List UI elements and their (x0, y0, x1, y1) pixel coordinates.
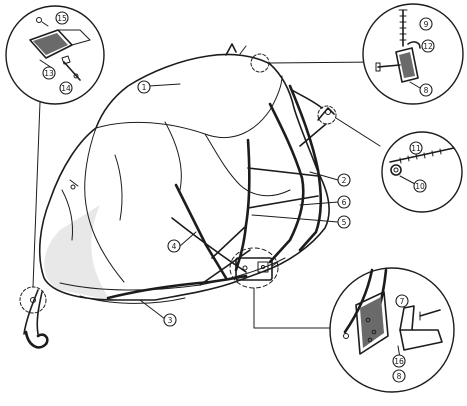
svg-text:11: 11 (411, 144, 421, 153)
callout-15: 15 (55, 11, 69, 25)
callout-6: 6 (337, 195, 351, 209)
svg-text:9: 9 (424, 20, 429, 29)
callout-8-top: 8 (419, 83, 433, 97)
detail-mid-right (381, 131, 463, 213)
bow-tie-down-hook (23, 289, 49, 349)
callout-9: 9 (419, 17, 433, 31)
callout-3: 3 (163, 313, 177, 327)
callout-11: 11 (409, 141, 423, 155)
svg-text:10: 10 (415, 182, 425, 191)
callout-14: 14 (59, 81, 73, 95)
svg-text:3: 3 (168, 316, 173, 325)
boat-cover (38, 43, 330, 304)
callout-12: 12 (421, 39, 435, 53)
detail-top-left (5, 5, 105, 105)
svg-text:6: 6 (342, 198, 347, 207)
svg-text:14: 14 (61, 84, 71, 93)
callout-5: 5 (337, 215, 351, 229)
svg-text:2: 2 (342, 176, 347, 185)
callout-13: 13 (42, 66, 56, 80)
callout-7: 7 (395, 294, 409, 308)
svg-text:13: 13 (44, 69, 54, 78)
svg-text:5: 5 (342, 218, 347, 227)
svg-text:15: 15 (57, 14, 67, 23)
svg-text:12: 12 (423, 42, 433, 51)
callout-16: 16 (392, 354, 406, 368)
svg-text:1: 1 (142, 83, 147, 92)
svg-text:4: 4 (172, 242, 177, 251)
svg-text:8: 8 (424, 86, 429, 95)
svg-text:7: 7 (400, 297, 405, 306)
svg-text:8: 8 (397, 372, 402, 381)
callout-4: 4 (167, 239, 181, 253)
support-bows (19, 53, 337, 314)
detail-top-right (362, 3, 464, 105)
detail-bottom-right (329, 267, 455, 393)
callout-2: 2 (337, 173, 351, 187)
callout-10: 10 (413, 179, 427, 193)
callout-1: 1 (137, 80, 151, 94)
svg-text:16: 16 (394, 357, 404, 366)
callout-8-bottom: 8 (392, 369, 406, 383)
leader-lines (32, 61, 381, 329)
